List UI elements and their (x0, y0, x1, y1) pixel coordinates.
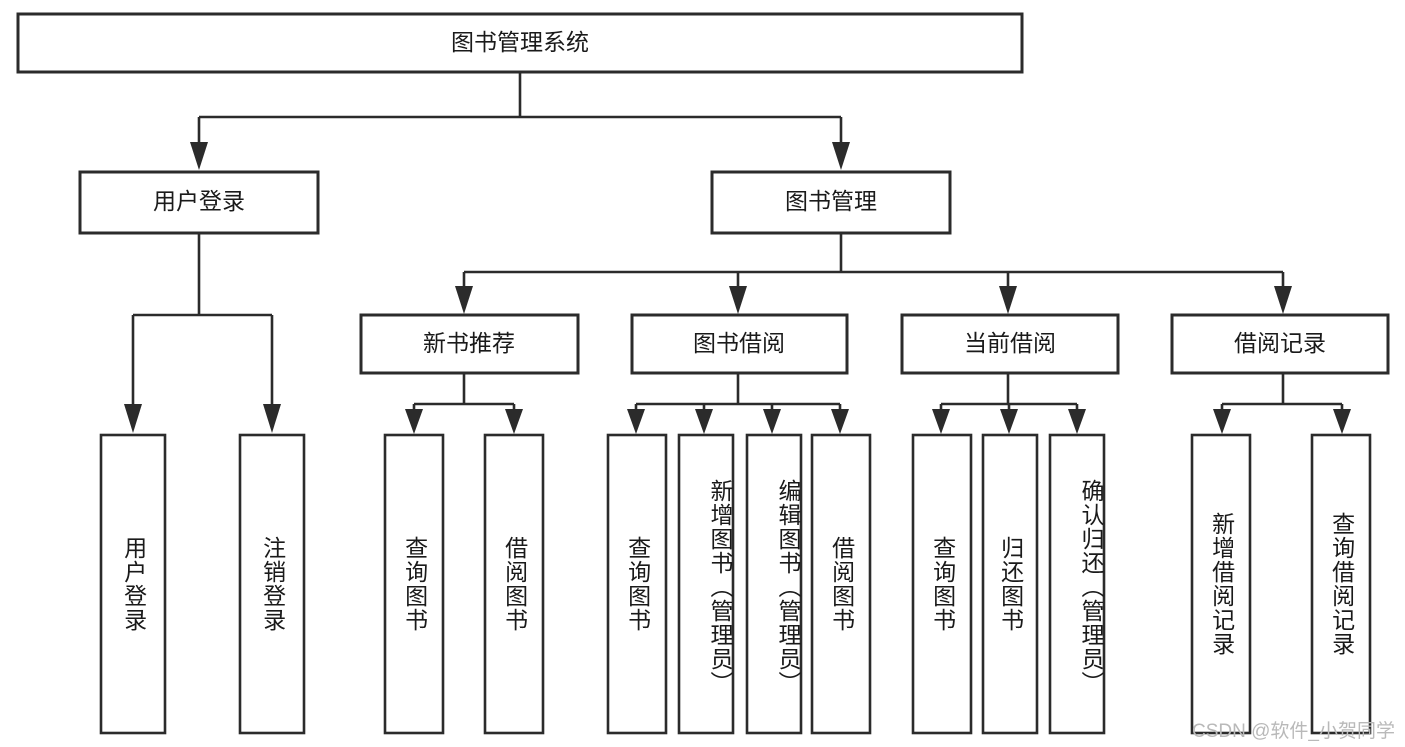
connector-group-root (190, 72, 850, 170)
arrowhead-leaf-query-book-2 (627, 409, 645, 434)
node-book-management[interactable]: 图书管理 (710, 170, 952, 235)
arrowhead-book-management (832, 142, 850, 170)
node-current-borrow-box[interactable] (900, 313, 1120, 375)
watermark-text: CSDN @软件_小贺同学 (1192, 721, 1395, 742)
node-root-label: 图书管理系统 (451, 29, 589, 55)
connector-group-new-book-recommend (405, 373, 523, 434)
connector-group-book-borrow (627, 373, 849, 434)
arrowhead-leaf-query-book-1 (405, 409, 423, 434)
node-borrow-record[interactable]: 借阅记录 (1170, 313, 1390, 375)
arrowhead-borrow-record (1274, 286, 1292, 314)
connector-group-current-borrow (932, 373, 1086, 434)
node-book-borrow-label: 图书借阅 (693, 330, 785, 356)
node-user-login-box[interactable] (78, 170, 320, 235)
node-new-book-recommend[interactable]: 新书推荐 (359, 313, 580, 375)
node-current-borrow-label: 当前借阅 (964, 330, 1056, 356)
node-leaf-query-book-2-box[interactable] (606, 433, 668, 735)
arrowhead-leaf-borrow-book-2 (831, 409, 849, 434)
arrowhead-user-login (190, 142, 208, 170)
connector-group-user-login (124, 233, 281, 433)
arrowhead-leaf-edit-book (763, 409, 781, 434)
node-borrow-record-label: 借阅记录 (1234, 330, 1326, 356)
arrowhead-leaf-query-book-3 (932, 409, 950, 434)
node-leaf-query-book-1-box[interactable] (383, 433, 445, 735)
arrowhead-leaf-return-book (1000, 409, 1018, 434)
arrowhead-leaf-user-login (124, 404, 142, 433)
node-book-borrow[interactable]: 图书借阅 (630, 313, 849, 375)
node-book-management-box[interactable] (710, 170, 952, 235)
node-leaf-confirm-return-box[interactable] (1048, 433, 1106, 735)
connector-group-book-management (455, 233, 1292, 314)
node-leaf-user-login-box[interactable] (99, 433, 167, 735)
node-book-borrow-box[interactable] (630, 313, 849, 375)
node-leaf-return-book-box[interactable] (981, 433, 1039, 735)
node-user-login[interactable]: 用户登录 (78, 170, 320, 235)
arrowhead-book-borrow (729, 286, 747, 314)
node-book-management-label: 图书管理 (785, 188, 877, 214)
arrowhead-current-borrow (999, 286, 1017, 314)
arrowhead-leaf-query-record (1333, 409, 1351, 434)
arrowhead-leaf-borrow-book-1 (505, 409, 523, 434)
node-leaf-borrow-book-1-box[interactable] (483, 433, 545, 735)
node-current-borrow[interactable]: 当前借阅 (900, 313, 1120, 375)
node-new-book-recommend-box[interactable] (359, 313, 580, 375)
node-new-book-recommend-label: 新书推荐 (423, 330, 515, 356)
arrowhead-leaf-add-record (1213, 409, 1231, 434)
node-root[interactable]: 图书管理系统 (16, 12, 1024, 74)
arrowhead-new-book-recommend (455, 286, 473, 314)
node-leaf-borrow-book-2-box[interactable] (810, 433, 872, 735)
node-leaf-query-book-3-box[interactable] (911, 433, 973, 735)
node-leaf-query-record-box[interactable] (1310, 433, 1372, 735)
arrowhead-leaf-confirm-return (1068, 409, 1086, 434)
connector-group-borrow-record (1213, 373, 1351, 434)
node-root-box[interactable] (16, 12, 1024, 74)
node-leaf-edit-book-box[interactable] (745, 433, 803, 735)
node-borrow-record-box[interactable] (1170, 313, 1390, 375)
arrowhead-leaf-add-book (695, 409, 713, 434)
arrowhead-leaf-logout-login (263, 404, 281, 433)
node-leaf-logout-login-box[interactable] (238, 433, 306, 735)
node-leaf-add-book-box[interactable] (677, 433, 735, 735)
node-leaf-add-record-box[interactable] (1190, 433, 1252, 735)
node-user-login-label: 用户登录 (153, 188, 245, 214)
